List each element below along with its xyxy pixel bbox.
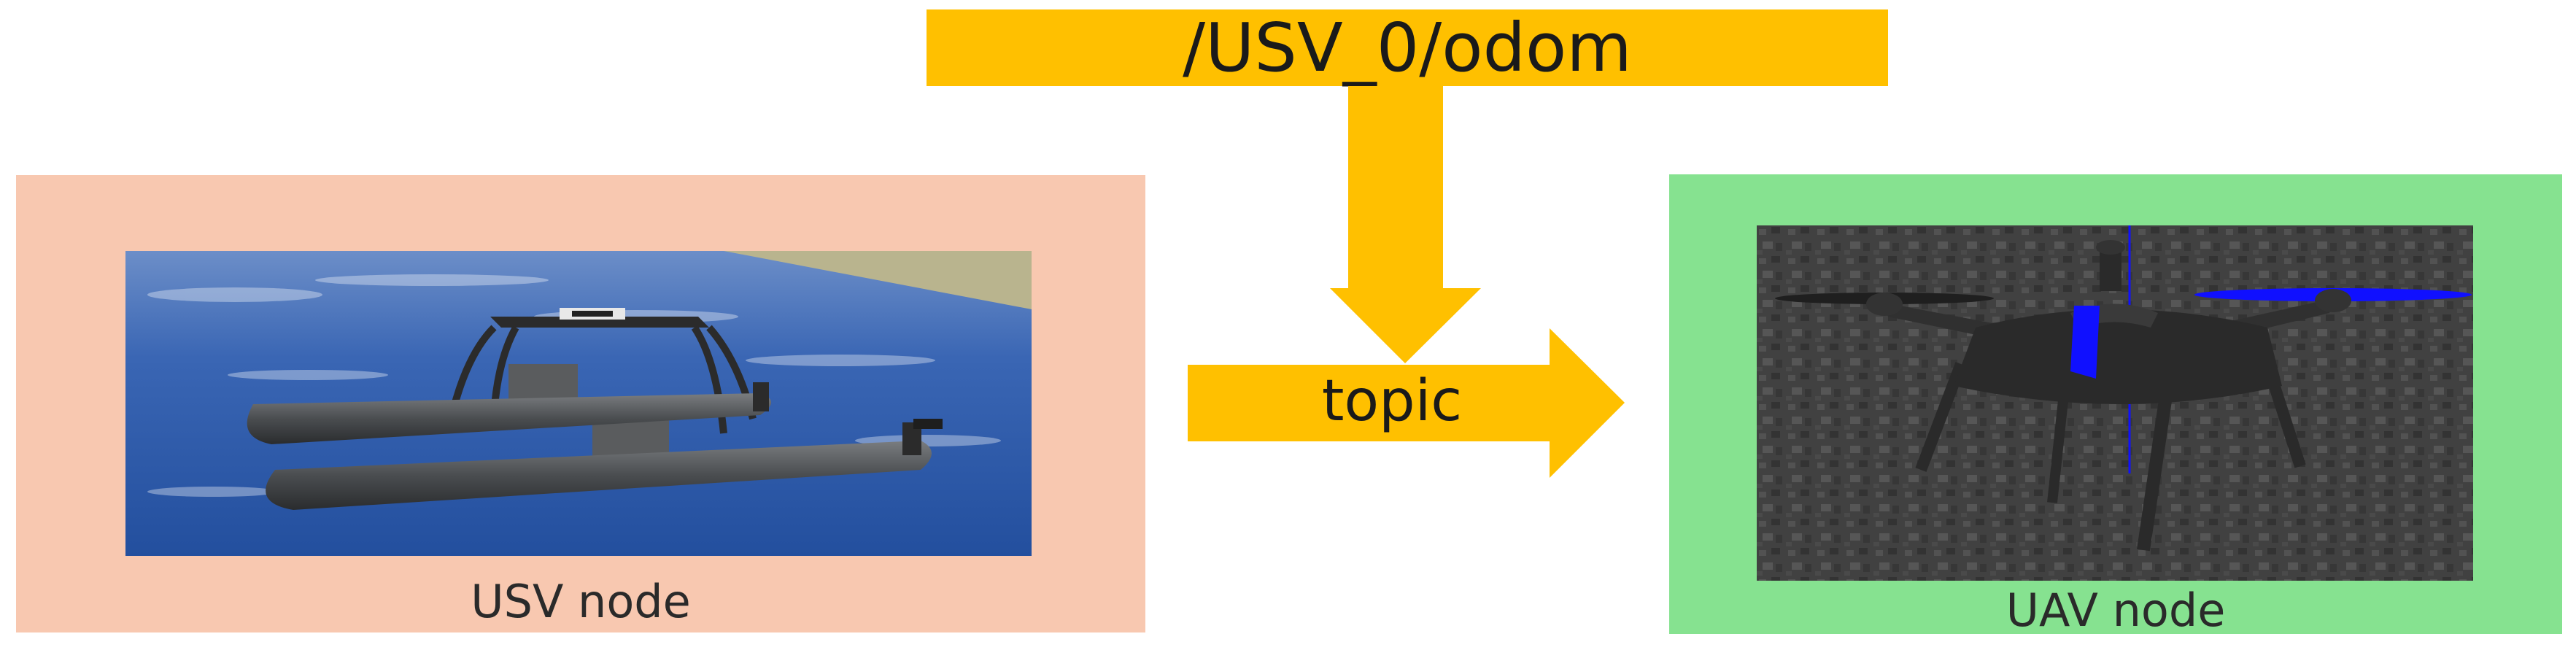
topic-name-text: /USV_0/odom <box>1183 8 1632 87</box>
topic-arrow-label: topic <box>1321 368 1463 434</box>
uav-node-label: UAV node <box>2006 583 2226 637</box>
uav-drone-illustration <box>1757 225 2473 581</box>
usv-boat-illustration <box>125 251 1032 556</box>
right-arrow <box>1188 328 1625 478</box>
uav-drone-image <box>1757 225 2473 581</box>
down-arrow <box>1330 86 1481 363</box>
topic-name-bar <box>927 9 1888 86</box>
usv-boat-image <box>125 251 1032 556</box>
usv-node-label: USV node <box>471 574 691 628</box>
